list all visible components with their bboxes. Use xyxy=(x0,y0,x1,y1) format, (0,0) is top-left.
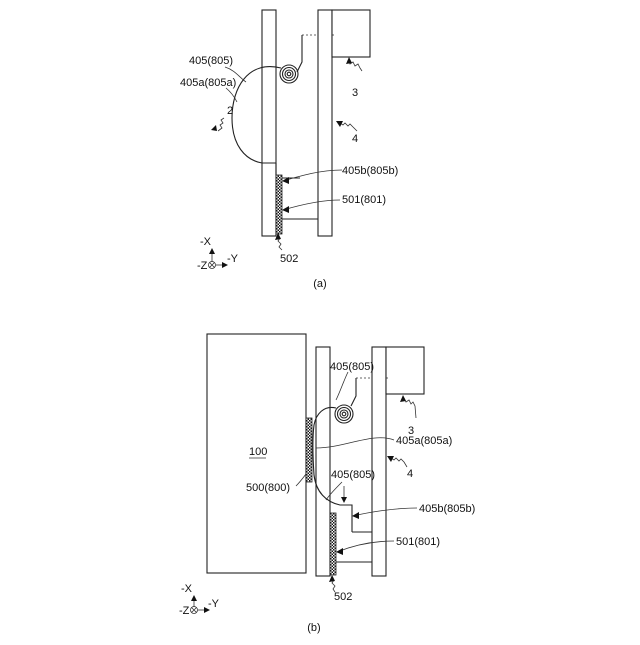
coil-lead-b xyxy=(351,378,356,406)
box-3 xyxy=(332,10,370,57)
arrowhead-501-b xyxy=(336,548,343,555)
label-405a: 405a(805a) xyxy=(180,77,236,89)
leader-405b xyxy=(283,170,342,181)
axis-x-label: -X xyxy=(200,236,212,248)
arrowhead-2 xyxy=(211,125,217,131)
label-502: 502 xyxy=(280,253,298,265)
arrow-2 xyxy=(218,118,224,131)
label-405b: 405b(805b) xyxy=(342,165,398,177)
axis-z-label: -Z xyxy=(197,260,208,272)
label-2: 2 xyxy=(227,105,233,117)
label-100: 100 xyxy=(249,446,267,458)
axis-indicator-b: -X -Z -Y xyxy=(179,583,220,617)
arrow-4 xyxy=(340,123,357,131)
axis-x-label-b: -X xyxy=(181,583,193,595)
coil-spring-b xyxy=(335,405,353,423)
label-405b-b: 405b(805b) xyxy=(419,503,475,515)
label-502-b: 502 xyxy=(334,591,352,603)
label-405: 405(805) xyxy=(189,55,233,67)
box-3-b xyxy=(386,347,424,394)
label-4: 4 xyxy=(352,133,358,145)
label-405-mid: 405(805) xyxy=(331,469,375,481)
label-501: 501(801) xyxy=(342,194,386,206)
arrowhead-3-b xyxy=(400,395,406,402)
hatched-pad-502-b xyxy=(330,513,336,575)
axis-z-label-b: -Z xyxy=(179,605,190,617)
leader-405-top xyxy=(336,372,348,400)
figure-a: 405(805) 405a(805a) 2 3 4 405b(805b) 501… xyxy=(180,10,398,290)
arrow-4-b xyxy=(391,458,407,467)
arrowhead-501 xyxy=(282,206,289,213)
axis-y-label: -Y xyxy=(227,253,239,265)
coil-lead xyxy=(297,35,302,72)
hatched-pad-502 xyxy=(276,175,282,234)
axis-indicator-a: -X -Z -Y xyxy=(197,236,239,272)
label-3: 3 xyxy=(352,87,358,99)
coil-spring xyxy=(280,65,298,83)
caption-a: (a) xyxy=(313,278,326,290)
label-405-top: 405(805) xyxy=(330,361,374,373)
label-405a-b: 405a(805a) xyxy=(396,435,452,447)
figure-b: 100 405(805) 3 405a(805a) 4 405(805) 500… xyxy=(179,334,475,634)
hatched-pad-500 xyxy=(306,418,312,482)
arrowhead-405-mid xyxy=(341,497,347,503)
left-plate-b xyxy=(316,347,330,576)
label-4-b: 4 xyxy=(407,468,413,480)
arrowhead-405b-b xyxy=(352,512,359,519)
axis-y-label-b: -Y xyxy=(208,598,220,610)
right-plate xyxy=(318,10,332,236)
arrowhead-3 xyxy=(346,57,352,64)
left-plate xyxy=(262,10,276,236)
caption-b: (b) xyxy=(307,622,320,634)
label-500: 500(800) xyxy=(246,482,290,494)
label-501-b: 501(801) xyxy=(396,536,440,548)
